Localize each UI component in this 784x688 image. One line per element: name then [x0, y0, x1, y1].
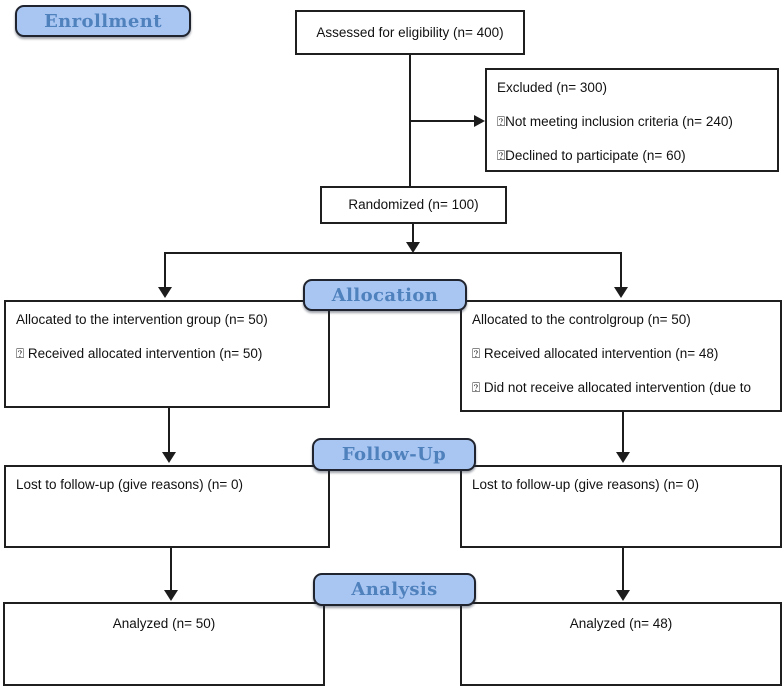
- arrowhead-analysis-right-icon: [616, 590, 630, 601]
- arrowhead-analysis-left-icon: [164, 590, 178, 601]
- connector-followup-to-analysis-left: [170, 548, 172, 591]
- connector-allocation-to-followup-right: [622, 412, 624, 453]
- connector-followup-to-analysis-right: [622, 548, 624, 591]
- allocation-control-received: ⍰ Received allocated intervention (n= 48…: [472, 346, 719, 361]
- randomized-text: Randomized (n= 100): [348, 197, 479, 212]
- enrollment-stage-badge: Enrollment: [15, 5, 191, 37]
- arrowhead-excluded-icon: [474, 115, 485, 127]
- allocation-control-box: Allocated to the controlgroup (n= 50) ⍰ …: [460, 300, 782, 412]
- followup-stage-label: Follow-Up: [341, 444, 447, 465]
- allocation-intervention-received: ⍰ Received allocated intervention (n= 50…: [16, 346, 263, 361]
- assessed-eligibility-text: Assessed for eligibility (n= 400): [316, 24, 504, 40]
- followup-intervention-text: Lost to follow-up (give reasons) (n= 0): [16, 477, 243, 492]
- followup-intervention-box: Lost to follow-up (give reasons) (n= 0): [4, 465, 330, 548]
- arrowhead-allocation-left-icon: [158, 287, 172, 298]
- analyzed-control-text: Analyzed (n= 48): [569, 616, 673, 631]
- connector-randomized-to-branch: [412, 224, 414, 243]
- connector-to-excluded: [410, 120, 475, 122]
- followup-stage-badge: Follow-Up: [312, 438, 476, 471]
- assessed-eligibility-box: Assessed for eligibility (n= 400): [295, 10, 525, 55]
- analyzed-intervention-box: Analyzed (n= 50): [3, 602, 325, 686]
- followup-control-box: Lost to follow-up (give reasons) (n= 0): [460, 465, 782, 548]
- connector-allocation-to-followup-left: [168, 408, 170, 453]
- excluded-declined-text: ⍰Declined to participate (n= 60): [497, 148, 686, 163]
- allocation-intervention-title: Allocated to the intervention group (n= …: [16, 312, 268, 327]
- arrowhead-followup-right-icon: [616, 452, 630, 463]
- allocation-stage-badge: Allocation: [303, 279, 467, 311]
- allocation-stage-label: Allocation: [331, 284, 439, 306]
- analysis-stage-label: Analysis: [351, 579, 438, 600]
- excluded-box: Excluded (n= 300) ⍰Not meeting inclusion…: [485, 68, 779, 172]
- connector-branch-horizontal: [164, 252, 622, 254]
- analysis-stage-badge: Analysis: [313, 573, 476, 606]
- analyzed-control-box: Analyzed (n= 48): [460, 602, 782, 686]
- connector-branch-to-intervention: [164, 252, 166, 288]
- arrowhead-branch-icon: [406, 242, 420, 253]
- allocation-control-title: Allocated to the controlgroup (n= 50): [472, 312, 691, 327]
- arrowhead-followup-left-icon: [162, 452, 176, 463]
- allocation-control-not-received: ⍰ Did not receive allocated intervention…: [472, 380, 752, 395]
- analyzed-intervention-text: Analyzed (n= 50): [112, 616, 216, 631]
- excluded-criteria-text: ⍰Not meeting inclusion criteria (n= 240): [497, 114, 733, 129]
- enrollment-stage-label: Enrollment: [44, 10, 162, 32]
- allocation-intervention-box: Allocated to the intervention group (n= …: [4, 300, 330, 408]
- followup-control-text: Lost to follow-up (give reasons) (n= 0): [472, 477, 699, 492]
- randomized-box: Randomized (n= 100): [320, 186, 507, 224]
- connector-branch-to-control: [620, 252, 622, 288]
- excluded-total-text: Excluded (n= 300): [497, 80, 607, 95]
- arrowhead-allocation-right-icon: [614, 287, 628, 298]
